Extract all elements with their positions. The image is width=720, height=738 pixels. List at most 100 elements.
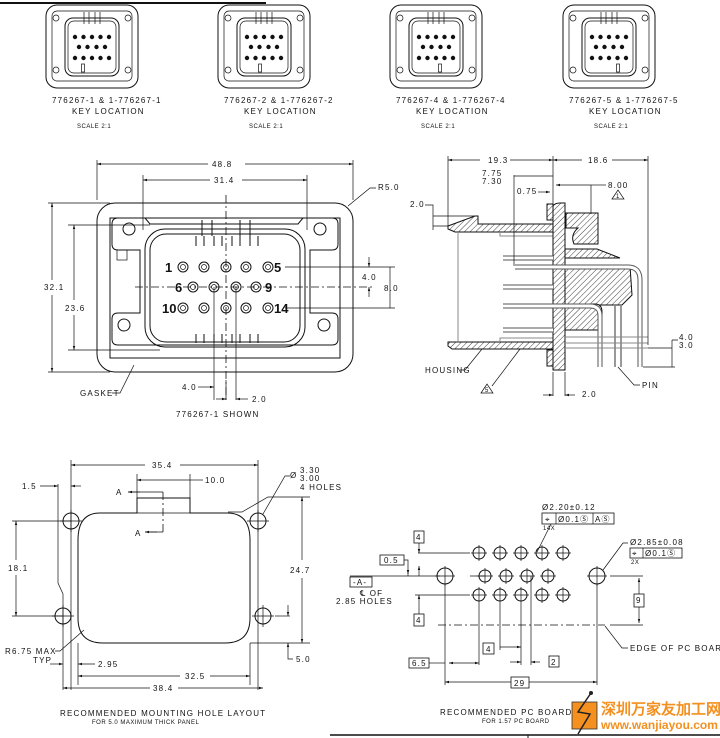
- mount-hole: [569, 66, 577, 74]
- pin-dot: [416, 34, 422, 40]
- pin-dot: [89, 34, 95, 40]
- thumb-part: 776267-1 & 1-776267-1: [52, 96, 162, 105]
- dim-bottom: 5.0: [296, 655, 311, 664]
- thumb-key: KEY LOCATION: [72, 107, 145, 116]
- dim-tol-hi: 7.75: [482, 169, 502, 178]
- pin-dot: [257, 44, 262, 50]
- thumb-key: KEY LOCATION: [244, 107, 317, 116]
- dim-latch-height: 2.0: [410, 200, 425, 209]
- connector-face: [144, 228, 306, 348]
- fcf1-position-symbol: ⌖: [545, 515, 551, 524]
- dim-stagger: 2: [551, 658, 557, 667]
- pin-dot: [244, 34, 250, 40]
- watermark-chinese: 深圳万家友加工网: [601, 700, 720, 718]
- dim-offset: 0.5: [384, 556, 399, 565]
- dim-height-overall: 32.1: [44, 283, 64, 292]
- mounting-subtitle: FOR 5.0 MAXIMUM THICK PANEL: [92, 720, 199, 726]
- pin-dot: [248, 44, 254, 50]
- pin-dot: [615, 55, 620, 61]
- pin-dot: [106, 55, 112, 61]
- note-1: 1: [616, 194, 620, 200]
- pcb-subtitle: FOR 1.57 PC BOARD: [482, 719, 550, 725]
- mount-hole-dia: Ø2.85±0.08: [630, 538, 684, 547]
- pin-dot: [270, 34, 275, 40]
- dim-edge: 2.95: [98, 660, 118, 669]
- thumb-scale: SCALE 2:1: [594, 124, 628, 130]
- housing-label: HOUSING: [425, 366, 471, 375]
- pin-dot: [106, 34, 112, 40]
- pin-dot: [429, 44, 434, 50]
- thumb-outline: [45, 4, 139, 89]
- pin-dot: [72, 34, 78, 40]
- pin-dot: [598, 34, 603, 40]
- pin-dot: [416, 55, 422, 61]
- pin-hole-dia: Ø2.20±0.12: [542, 503, 596, 512]
- pin-dot: [602, 44, 607, 50]
- mount-hole: [224, 66, 232, 74]
- pin-dot: [450, 34, 456, 40]
- pin-label-14: 14: [274, 301, 289, 316]
- dim-cutout-width: 32.5: [185, 672, 205, 681]
- pin-dot: [278, 55, 284, 61]
- gasket-outline: [109, 217, 341, 359]
- key-rib: [258, 63, 262, 73]
- mount-hole: [468, 14, 476, 22]
- mount-hole-count: 2X: [631, 560, 639, 566]
- mounting-title: RECOMMENDED MOUNTING HOLE LAYOUT: [60, 709, 266, 718]
- pin-dot: [615, 34, 620, 40]
- pin-dot: [98, 55, 103, 61]
- pin-dot: [450, 55, 456, 61]
- pin-cavity: [177, 302, 189, 314]
- thumb-part: 776267-4 & 1-776267-4: [396, 96, 506, 105]
- polarization-square: [116, 249, 128, 261]
- mount-hole: [641, 14, 649, 22]
- mount-hole: [52, 66, 60, 74]
- fcf1-tolerance: Ø0.1Ⓢ: [558, 515, 589, 524]
- mount-hole: [313, 222, 327, 236]
- pin-cavity: [240, 302, 252, 314]
- pin-dot: [72, 55, 78, 61]
- thumb-key: KEY LOCATION: [416, 107, 489, 116]
- dim-height-cutout: 24.7: [290, 566, 310, 575]
- gasket-section: [546, 203, 554, 221]
- fcf1-datum: AⓈ: [595, 515, 611, 524]
- dim-row-pitch: 4.0: [362, 273, 377, 282]
- dim-key-width: 10.0: [205, 476, 225, 485]
- pin-dot: [98, 34, 103, 40]
- pin-dot: [270, 55, 275, 61]
- section-a-bottom: A: [135, 529, 142, 538]
- dim-depth-front: 19.3: [488, 156, 508, 165]
- pin-dot: [244, 55, 250, 61]
- pin-dot: [606, 34, 612, 40]
- pin-dot: [606, 55, 612, 61]
- pin-cavity: [177, 261, 189, 273]
- dim-gap: 0.75: [517, 187, 537, 196]
- pin-label-5: 5: [274, 260, 281, 275]
- pin-dot: [76, 44, 82, 50]
- pin-dot: [598, 55, 603, 61]
- dim-first-col: 6.5: [412, 659, 427, 668]
- mount-hole: [124, 66, 132, 74]
- pin-dot: [442, 34, 447, 40]
- mount-hole: [124, 14, 132, 22]
- dim-pin-hi: 4.0: [679, 333, 694, 342]
- holes-count: 4 HOLES: [300, 483, 342, 492]
- thumb-part: 776267-5 & 1-776267-5: [569, 96, 679, 105]
- mount-hole: [396, 66, 404, 74]
- watermark-url: www.wanjiayou.com: [600, 718, 718, 732]
- pin-dot: [589, 55, 595, 61]
- pc-board-layout: Ø2.20±0.12 ⌖ Ø0.1Ⓢ AⓈ 14X Ø2.85±0.08 ⌖ Ø…: [336, 503, 720, 725]
- dim-overall-width: 38.4: [153, 684, 173, 693]
- gasket-section: [546, 349, 554, 367]
- watermark-logo: [571, 701, 598, 730]
- mount-hole: [52, 14, 60, 22]
- mount-hole: [296, 14, 304, 22]
- pin-dot: [94, 44, 99, 50]
- pin-dot: [433, 34, 439, 40]
- thumb-part: 776267-2 & 1-776267-2: [224, 96, 334, 105]
- mount-hole: [224, 14, 232, 22]
- dim-depth-rear: 18.6: [588, 156, 608, 165]
- pin-dot: [102, 44, 108, 50]
